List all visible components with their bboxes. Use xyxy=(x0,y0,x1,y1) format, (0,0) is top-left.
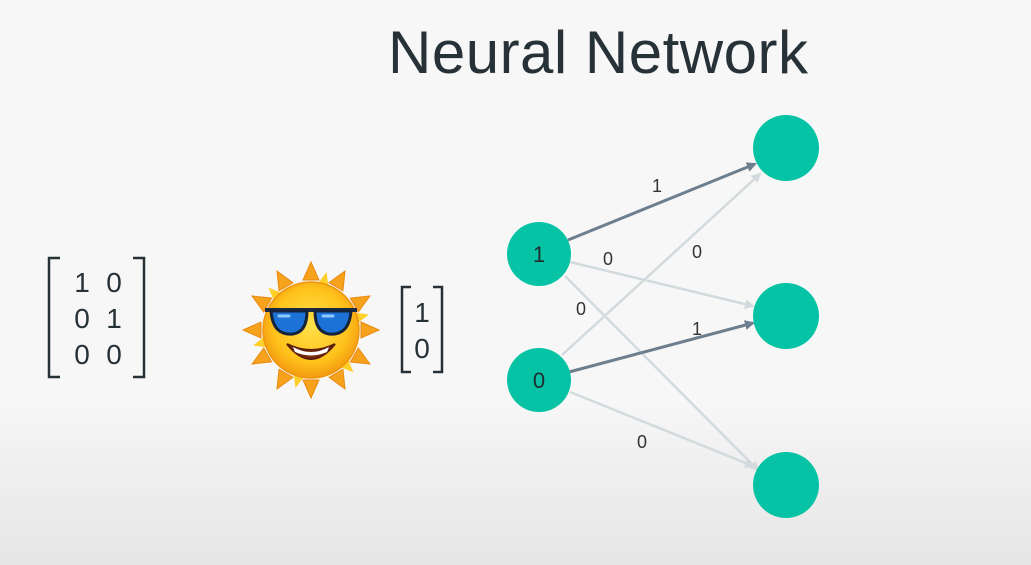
edge-in1-out2 xyxy=(569,260,755,309)
output-node xyxy=(753,283,819,349)
input-vector: 1 0 xyxy=(400,285,444,374)
weight-label: 0 xyxy=(692,242,702,262)
matrix: 1 0 0 1 0 0 xyxy=(47,256,146,379)
output-node xyxy=(753,115,819,181)
input-node: 1 xyxy=(507,222,571,286)
edge-weights: 1 0 0 0 1 0 xyxy=(576,176,702,452)
matrix-cell: 1 xyxy=(74,267,90,298)
matrix-cell: 0 xyxy=(106,267,122,298)
matrix-cell: 0 xyxy=(74,303,90,334)
edge-in2-out2 xyxy=(568,320,755,374)
weight-label: 1 xyxy=(692,319,702,339)
weight-label: 0 xyxy=(603,249,613,269)
output-node xyxy=(753,452,819,518)
vector-left-bracket xyxy=(400,285,411,374)
network-edges xyxy=(561,162,762,472)
vector-right-bracket xyxy=(433,285,444,374)
edge-in1-out1 xyxy=(567,162,757,242)
matrix-cell: 1 xyxy=(106,303,122,334)
weight-label: 0 xyxy=(576,299,586,319)
page-title: Neural Network xyxy=(388,19,809,86)
matrix-cell: 0 xyxy=(74,339,90,370)
vector-cell: 0 xyxy=(414,333,430,364)
edge-in2-out3 xyxy=(569,390,755,468)
matrix-cell: 0 xyxy=(106,339,122,370)
input-node: 0 xyxy=(507,348,571,412)
vector-cell: 1 xyxy=(414,297,430,328)
edge-in1-out3 xyxy=(564,275,760,472)
matrix-right-bracket xyxy=(133,256,146,379)
input-node-value: 0 xyxy=(533,368,545,393)
sun-with-sunglasses-icon xyxy=(241,260,381,400)
input-node-value: 1 xyxy=(533,242,545,267)
weight-label: 1 xyxy=(652,176,662,196)
matrix-left-bracket xyxy=(47,256,60,379)
weight-label: 0 xyxy=(637,432,647,452)
edge-in2-out1 xyxy=(561,172,762,356)
